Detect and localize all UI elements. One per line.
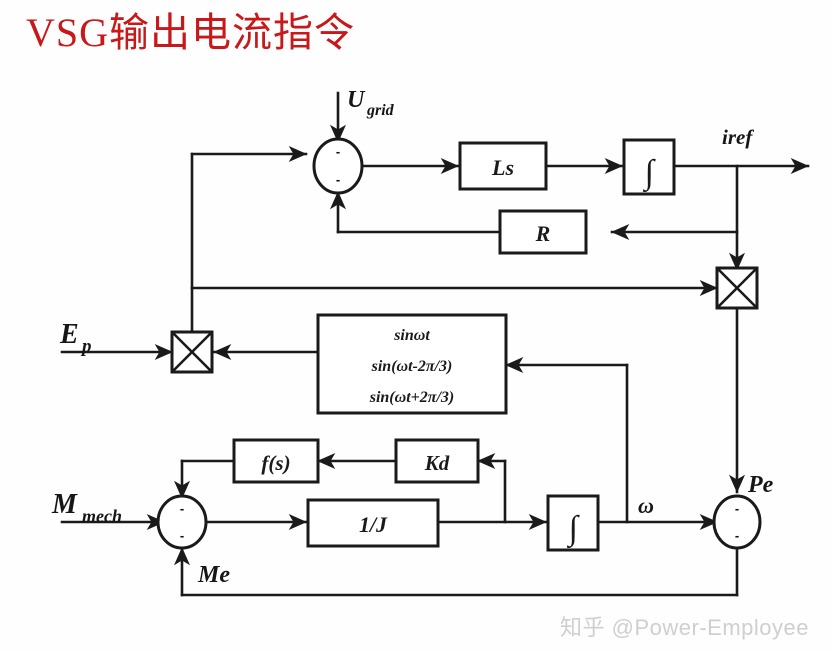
- block-r: R: [498, 209, 588, 255]
- label-ep-sub: p: [80, 336, 92, 357]
- sine-line-3: sin(ωt+2π/3): [369, 389, 455, 406]
- label-ugrid-sub: grid: [366, 102, 395, 119]
- block-fs-label: f(s): [261, 451, 290, 475]
- sine-line-1: sinωt: [393, 327, 430, 344]
- multiplier-left: [170, 330, 214, 374]
- label-mmech-main: M: [51, 489, 78, 520]
- label-ugrid-main: U: [347, 87, 366, 113]
- watermark: 知乎 @Power-Employee: [560, 610, 809, 642]
- block-integrator-2: ∫: [546, 494, 600, 552]
- sum-top-sign-upper: -: [336, 144, 340, 159]
- sum-pe-sign-upper: -: [735, 501, 739, 516]
- summing-junction-top: - -: [312, 137, 364, 195]
- sum-pe-sign-lower: -: [735, 528, 739, 543]
- label-pe: Pe: [747, 472, 774, 498]
- label-ep: E p: [59, 319, 92, 357]
- block-inverse-j: 1/J: [306, 498, 440, 548]
- sum-mech-sign-lower: -: [180, 528, 184, 543]
- block-ls-label: Ls: [491, 155, 514, 180]
- summing-junction-pe: - -: [712, 494, 762, 550]
- block-integrator-2-label: ∫: [566, 510, 580, 549]
- block-ls: Ls: [458, 141, 548, 191]
- label-mmech: M mech: [51, 489, 122, 526]
- label-mmech-sub: mech: [82, 506, 122, 526]
- block-integrator-1-label: ∫: [642, 154, 656, 193]
- watermark-handle: @Power-Employee: [611, 615, 809, 640]
- label-ugrid: U grid: [347, 87, 395, 119]
- sum-mech-sign-upper: -: [180, 501, 184, 516]
- block-sine-generator: sinωt sin(ωt-2π/3) sin(ωt+2π/3): [316, 313, 508, 415]
- label-iref: iref: [722, 125, 754, 149]
- block-integrator-1: ∫: [622, 138, 676, 196]
- block-inverse-j-label: 1/J: [359, 512, 388, 537]
- summing-junction-mech: - -: [156, 494, 208, 550]
- label-omega: ω: [638, 493, 654, 518]
- sine-line-2: sin(ωt-2π/3): [371, 358, 453, 375]
- label-ep-main: E: [59, 319, 79, 350]
- block-r-label: R: [535, 221, 551, 246]
- sum-top-sign-lower: -: [336, 172, 340, 187]
- label-me: Me: [197, 562, 230, 588]
- watermark-site: 知乎: [560, 616, 606, 641]
- block-fs: f(s): [232, 438, 320, 484]
- block-kd-label: Kd: [424, 451, 450, 475]
- multiplier-right: [715, 266, 759, 310]
- page-title: VSG输出电流指令: [26, 10, 356, 55]
- block-kd: Kd: [394, 438, 480, 484]
